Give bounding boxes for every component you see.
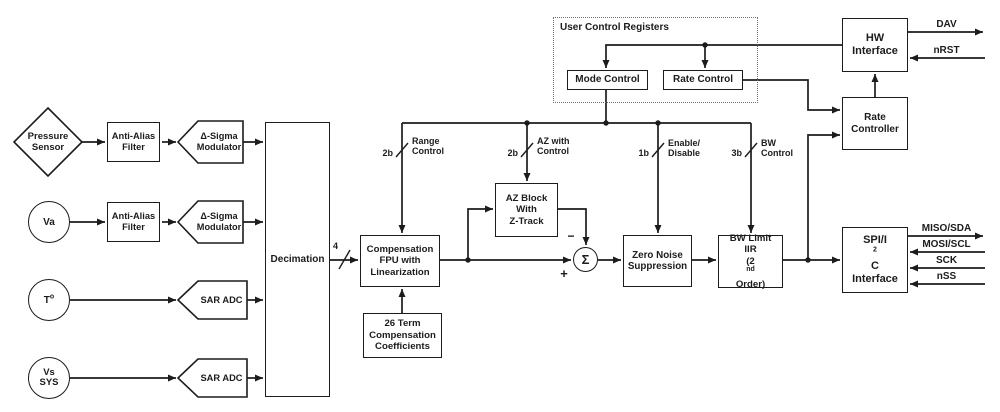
- delta-sigma-modulator-2-shape: [176, 200, 244, 244]
- delta-sigma-modulator-1-shape: [176, 120, 244, 164]
- bus-slash-az: [520, 142, 534, 158]
- wire-branch-to-az: [467, 205, 493, 260]
- pressure-sensor-diamond: [12, 106, 84, 178]
- junction-dot: [524, 120, 530, 126]
- va-source: Va: [28, 201, 70, 243]
- bus-slash-range: [395, 142, 409, 158]
- wire-hw-to-mode-control: [602, 44, 842, 68]
- sar-adc-2-shape: [176, 358, 248, 398]
- summer-minus-sign: −: [567, 229, 575, 243]
- bus-slash-bw: [744, 142, 758, 158]
- junction-dot: [465, 257, 471, 263]
- user-control-registers-box: [553, 17, 758, 103]
- wire-branch-to-rate-controller: [807, 131, 840, 260]
- temp-source: To: [28, 279, 70, 321]
- decimation-block: Decimation: [265, 122, 330, 397]
- az-control-bits: 2b: [507, 148, 518, 158]
- nrst-signal-label: nRST: [933, 45, 960, 56]
- bus-slash-decimation: [338, 249, 351, 270]
- wire-rate-control-to-rate-controller: [743, 79, 840, 114]
- sck-signal-label: SCK: [935, 255, 958, 266]
- summing-node: Σ: [573, 247, 598, 272]
- junction-dot: [655, 120, 661, 126]
- nss-signal-label: nSS: [936, 271, 957, 282]
- mosi-scl-signal-label: MOSI/SCL: [922, 239, 971, 250]
- mode-control-block: Mode Control: [567, 70, 648, 90]
- range-control-bits: 2b: [382, 148, 393, 158]
- sar-adc-1-shape: [176, 280, 248, 320]
- summer-plus-sign: +: [560, 266, 568, 281]
- miso-sda-signal-label: MISO/SDA: [921, 223, 972, 234]
- bw-control-bits: 3b: [731, 148, 742, 158]
- junction-dot: [805, 257, 811, 263]
- sar-adc-2-label: SAR ADC: [200, 373, 243, 383]
- enable-disable-label: Enable/Disable: [668, 138, 701, 158]
- bus-slash-enable: [651, 142, 665, 158]
- dav-signal-label: DAV: [936, 19, 957, 30]
- junction-dot: [702, 42, 708, 48]
- enable-disable-bits: 1b: [638, 148, 649, 158]
- user-control-registers-title: User Control Registers: [560, 22, 669, 33]
- rate-control-block: Rate Control: [663, 70, 743, 90]
- bus-width-4-label: 4: [332, 241, 338, 251]
- wire-az-to-summer: [558, 208, 590, 245]
- junction-dot: [603, 120, 609, 126]
- sar-adc-1-label: SAR ADC: [200, 295, 243, 305]
